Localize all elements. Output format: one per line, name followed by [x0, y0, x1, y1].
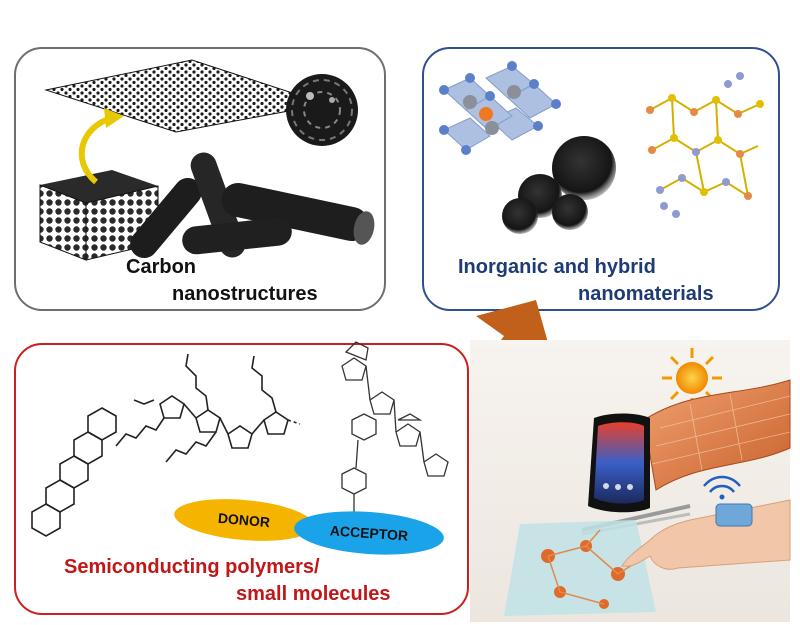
- perovskite-lattice-icon: [439, 61, 561, 155]
- curved-arrow-icon: [78, 108, 124, 185]
- neural-implant-icon: [504, 520, 656, 616]
- semiconducting-panel: [14, 343, 469, 615]
- carbon-title-line2: nanostructures: [172, 283, 318, 305]
- nanoparticle-icon: [502, 136, 616, 234]
- semiconducting-title-line2: small molecules: [236, 583, 391, 605]
- carbon-title-line1: Carbon: [126, 256, 196, 278]
- flexible-phone-icon: [588, 413, 650, 513]
- pentacene-molecule-icon: [31, 407, 117, 537]
- skin-patch-sensor-icon: [703, 475, 753, 527]
- acceptor-label: ACCEPTOR: [329, 522, 409, 544]
- polythiophene-molecule-icon: [115, 353, 301, 463]
- inorganic-title-line1: Inorganic and hybrid: [458, 256, 656, 278]
- pedot-pss-molecule-icon: [341, 341, 449, 512]
- framework-structure-icon: [646, 72, 764, 218]
- nanotube-icon: [130, 152, 375, 259]
- donor-label: DONOR: [217, 509, 271, 531]
- flexible-solar-panel-icon: [643, 379, 791, 491]
- inorganic-title-line2: nanomaterials: [578, 283, 714, 305]
- graphene-sheet-icon: [44, 59, 327, 133]
- semiconducting-title-line1: Semiconducting polymers/: [64, 556, 320, 578]
- fullerene-icon: [286, 74, 358, 146]
